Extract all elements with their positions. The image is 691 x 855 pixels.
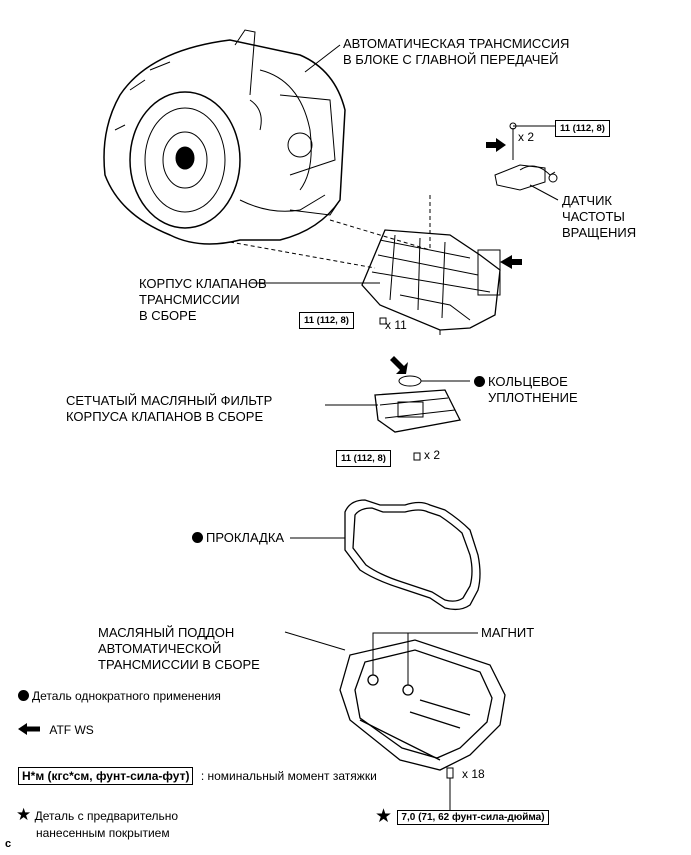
strainer-drawing	[374, 389, 461, 433]
transmission-drawing	[103, 29, 346, 245]
valve-body-torque-box: 11 (112, 8)	[299, 312, 354, 329]
non-reusable-icon	[18, 690, 29, 701]
o-ring-label: КОЛЬЦЕВОЕ УПЛОТНЕНИЕ	[474, 374, 578, 406]
star-icon: ★	[375, 806, 393, 827]
pan-torque-group: ★ 7,0 (71, 62 фунт-сила-дюйма)	[375, 805, 549, 828]
valve-body-label-line: КОРПУС КЛАПАНОВ	[139, 276, 267, 291]
legend-torque-box: Н*м (кгс*см, фунт-сила-фут)	[18, 767, 194, 785]
gasket-drawing	[344, 499, 481, 611]
non-reusable-icon	[192, 532, 203, 543]
oil-pan-label-line: ТРАНСМИССИИ В СБОРЕ	[98, 657, 260, 672]
speed-sensor-label: ДАТЧИК ЧАСТОТЫ ВРАЩЕНИЯ	[562, 193, 636, 241]
transmission-label: АВТОМАТИЧЕСКАЯ ТРАНСМИССИЯ В БЛОКЕ С ГЛА…	[343, 36, 569, 68]
pan-quantity: x 18	[462, 767, 485, 781]
valve-body-label: КОРПУС КЛАПАНОВ ТРАНСМИССИИ В СБОРЕ	[139, 276, 267, 324]
pan-torque-box: 7,0 (71, 62 фунт-сила-дюйма)	[397, 810, 549, 825]
valve-body-drawing	[361, 229, 501, 331]
legend-precoated-text: Деталь с предварительно	[34, 809, 179, 823]
speed-sensor-label-line: ЧАСТОТЫ	[562, 209, 625, 224]
speed-sensor-drawing	[494, 122, 559, 201]
atf-arrow-icon	[500, 255, 522, 269]
legend-precoated-line: ★ Деталь с предварительно	[16, 806, 178, 825]
valve-body-quantity: x 11	[385, 318, 407, 332]
o-ring-label-text: КОЛЬЦЕВОЕ	[488, 374, 568, 389]
strainer-torque-box: 11 (112, 8)	[336, 450, 391, 467]
oil-pan-label: МАСЛЯНЫЙ ПОДДОН АВТОМАТИЧЕСКОЙ ТРАНСМИСС…	[98, 625, 260, 673]
strainer-quantity: x 2	[424, 448, 441, 462]
o-ring-label-line: КОЛЬЦЕВОЕ	[474, 374, 578, 390]
bolt-drawings	[379, 317, 454, 790]
legend-non-reusable: Деталь однократного применения	[18, 689, 221, 703]
corner-mark: c	[5, 838, 12, 850]
legend-atf-text: ATF WS	[49, 723, 94, 737]
atf-arrow-icon	[18, 723, 40, 735]
legend-torque-text: : номинальный момент затяжки	[200, 769, 377, 783]
strainer-label-line: СЕТЧАТЫЙ МАСЛЯНЫЙ ФИЛЬТР	[66, 393, 273, 408]
legend-torque: Н*м (кгс*см, фунт-сила-фут) : номинальны…	[18, 767, 377, 785]
atf-arrow-icon	[390, 356, 408, 374]
legend-non-reusable-text: Деталь однократного применения	[32, 689, 221, 703]
transmission-label-line: В БЛОКЕ С ГЛАВНОЙ ПЕРЕДАЧЕЙ	[343, 52, 559, 67]
o-ring-label-line: УПЛОТНЕНИЕ	[488, 390, 578, 405]
non-reusable-icon	[474, 376, 485, 387]
oil-pan-label-line: АВТОМАТИЧЕСКОЙ	[98, 641, 222, 656]
legend-precoated-line: нанесенным покрытием	[36, 826, 170, 840]
magnet-label: МАГНИТ	[481, 625, 535, 640]
star-icon: ★	[16, 805, 32, 824]
oil-pan-drawing	[339, 639, 506, 771]
strainer-label: СЕТЧАТЫЙ МАСЛЯНЫЙ ФИЛЬТР КОРПУСА КЛАПАНО…	[66, 393, 272, 425]
gasket-label: ПРОКЛАДКА	[192, 530, 284, 546]
legend-atf: ATF WS	[18, 723, 94, 737]
speed-sensor-label-line: ДАТЧИК	[562, 193, 612, 208]
sensor-quantity: x 2	[518, 130, 535, 144]
strainer-label-line: КОРПУСА КЛАПАНОВ В СБОРЕ	[66, 409, 264, 424]
gasket-label-text: ПРОКЛАДКА	[206, 530, 285, 545]
valve-body-label-line: ТРАНСМИССИИ	[139, 292, 240, 307]
speed-sensor-label-line: ВРАЩЕНИЯ	[562, 225, 637, 240]
transmission-label-line: АВТОМАТИЧЕСКАЯ ТРАНСМИССИЯ	[343, 36, 570, 51]
legend-precoated: ★ Деталь с предварительно нанесенным пок…	[16, 806, 178, 842]
sensor-torque-box: 11 (112, 8)	[555, 120, 610, 137]
atf-arrow-icon	[486, 138, 506, 152]
oil-pan-label-line: МАСЛЯНЫЙ ПОДДОН	[98, 625, 235, 640]
valve-body-label-line: В СБОРЕ	[139, 308, 197, 323]
